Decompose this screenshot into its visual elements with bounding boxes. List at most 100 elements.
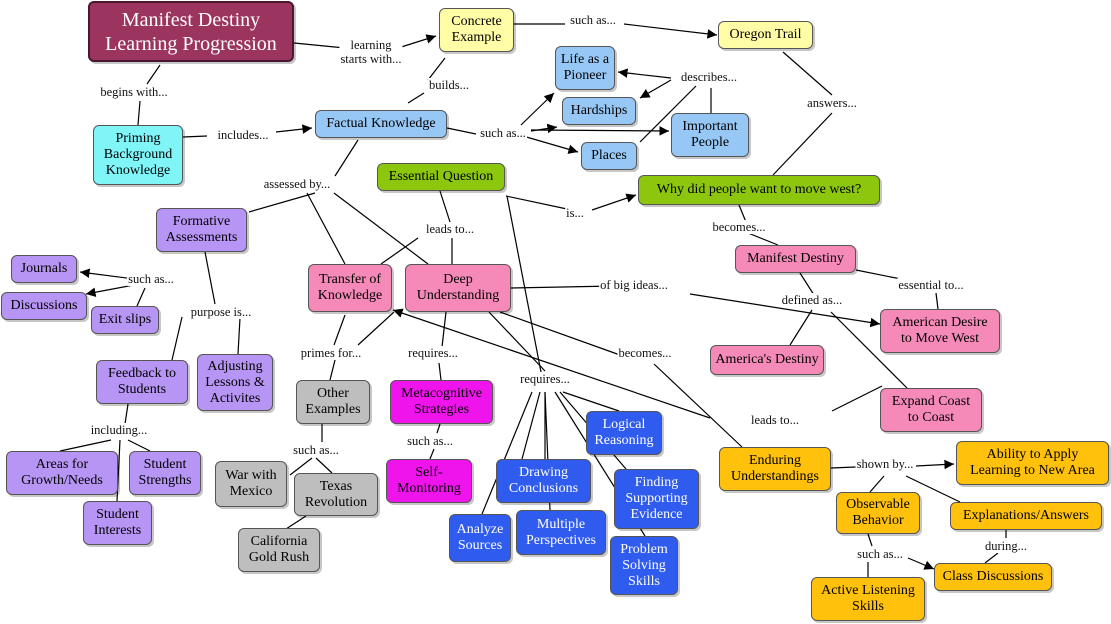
concept-link-line [171, 316, 183, 361]
concept-transfer-of-knowledge: Transfer of Knowledge [308, 264, 392, 312]
concept-student-interests: Student Interests [83, 501, 152, 545]
concept-link-line [782, 51, 833, 96]
concept-link-line [436, 423, 441, 434]
concept-california-gold-rush: California Gold Rush [238, 528, 320, 572]
link-label-answers: answers... [806, 96, 858, 110]
concept-essential-question: Essential Question [377, 163, 505, 191]
concept-link-line [136, 287, 146, 307]
concept-link-line [488, 311, 546, 372]
concept-link-line [907, 557, 935, 570]
concept-link-line [935, 292, 939, 310]
concept-link-line [124, 403, 129, 425]
concept-american-desire: American Desire to Move West [880, 309, 1000, 353]
concept-link-line [334, 139, 359, 177]
concept-link-line [653, 363, 743, 448]
concept-link-line [275, 124, 313, 134]
concept-link-line [799, 272, 815, 296]
concept-link-line [510, 285, 615, 289]
link-label-leads-to-transfer: leads to... [750, 413, 800, 427]
concept-feedback-to-students: Feedback to Students [96, 360, 188, 404]
concept-link-line [407, 92, 425, 104]
concept-factual-knowledge: Factual Knowledge [315, 110, 447, 138]
concept-student-strengths: Student Strengths [129, 451, 201, 495]
concept-link-line [639, 85, 697, 143]
concept-hardships: Hardships [562, 97, 636, 125]
concept-exit-slips: Exit slips [91, 306, 159, 334]
link-label-becomes-md: becomes... [711, 220, 767, 234]
concept-link-line [591, 193, 637, 211]
link-label-becomes-eu: becomes... [617, 346, 673, 360]
link-label-requires-skills: requires... [519, 372, 571, 386]
concept-link-line [499, 311, 621, 356]
link-label-defined-as: defined as... [780, 293, 844, 307]
concept-link-line [289, 457, 313, 476]
concept-link-line [869, 475, 885, 493]
concept-link-line [137, 100, 141, 126]
concept-link-line [204, 251, 216, 305]
concept-oregon-trail: Oregon Trail [718, 21, 813, 49]
link-label-such-as-other: such as... [292, 443, 340, 457]
concept-link-line [831, 385, 883, 412]
concept-link-line [182, 135, 208, 138]
concept-adjusting-lessons: Adjusting Lessons & Activites [197, 354, 273, 411]
concept-link-line [438, 362, 442, 381]
link-label-begins-with: begins with... [99, 85, 169, 99]
concept-why-move-west: Why did people want to move west? [638, 175, 880, 205]
link-label-such-as-meta: such as... [406, 434, 454, 448]
concept-link-line [293, 42, 346, 49]
concept-analyze-sources: Analyze Sources [449, 514, 511, 562]
concept-link-line [315, 457, 333, 474]
concept-areas-for-growth: Areas for Growth/Needs [6, 451, 118, 495]
concept-link-line [329, 359, 336, 381]
concept-class-discussions: Class Discussions [934, 563, 1052, 591]
link-label-describes: describes... [680, 70, 738, 84]
concept-link-line [306, 192, 346, 265]
concept-link-line [617, 68, 672, 79]
concept-link-line [623, 23, 718, 39]
concept-finding-evidence: Finding Supporting Evidence [614, 469, 699, 529]
link-label-purpose-is: purpose is... [189, 305, 253, 319]
link-label-is: is... [565, 206, 585, 220]
concept-link-line [747, 232, 779, 246]
concept-important-people: Important People [671, 113, 749, 157]
concept-link-line [380, 237, 419, 265]
link-label-during: during... [983, 539, 1029, 553]
concept-logical-reasoning: Logical Reasoning [586, 411, 662, 455]
link-label-learning-starts: learning starts with... [339, 38, 403, 66]
concept-observable-behavior: Observable Behavior [836, 492, 920, 534]
concept-life-as-pioneer: Life as a Pioneer [555, 46, 615, 90]
concept-link-line [146, 64, 161, 85]
concept-link-line [446, 127, 477, 135]
concept-link-line [439, 190, 451, 223]
concept-link-line [689, 293, 881, 328]
link-label-of-big-ideas: of big ideas... [599, 278, 669, 292]
concept-multiple-perspectives: Multiple Perspectives [516, 510, 606, 555]
link-label-includes: includes... [216, 128, 270, 142]
concept-link-line [562, 391, 620, 412]
concept-link-line [397, 34, 437, 49]
concept-texas-revolution: Texas Revolution [294, 473, 378, 516]
concept-link-line [59, 439, 112, 452]
concept-metacognitive-strategies: Metacognitive Strategies [390, 380, 493, 424]
concept-manifest-destiny: Manifest Destiny [735, 245, 856, 273]
link-label-primes-for: primes for... [299, 346, 363, 360]
concept-link-line [530, 126, 670, 136]
concept-americas-destiny: America's Destiny [710, 345, 824, 375]
concept-link-line [427, 57, 446, 81]
concept-concrete-example: Concrete Example [439, 8, 514, 52]
concept-link-line [333, 314, 346, 346]
concept-deep-understanding: Deep Understanding [405, 264, 511, 312]
concept-link-line [429, 448, 435, 460]
concept-link-line [830, 466, 857, 469]
concept-link-line [772, 112, 833, 176]
link-label-such-as-assess: such as... [127, 272, 175, 286]
concept-link-line [506, 195, 542, 373]
link-label-shown-by: shown by... [855, 457, 915, 471]
concept-link-line [830, 311, 908, 389]
concept-link-line [521, 391, 541, 460]
link-label-such-as-obs: such as... [856, 547, 904, 561]
concept-link-line [520, 92, 555, 126]
concept-link-line [639, 79, 672, 99]
concept-link-line [392, 308, 711, 419]
